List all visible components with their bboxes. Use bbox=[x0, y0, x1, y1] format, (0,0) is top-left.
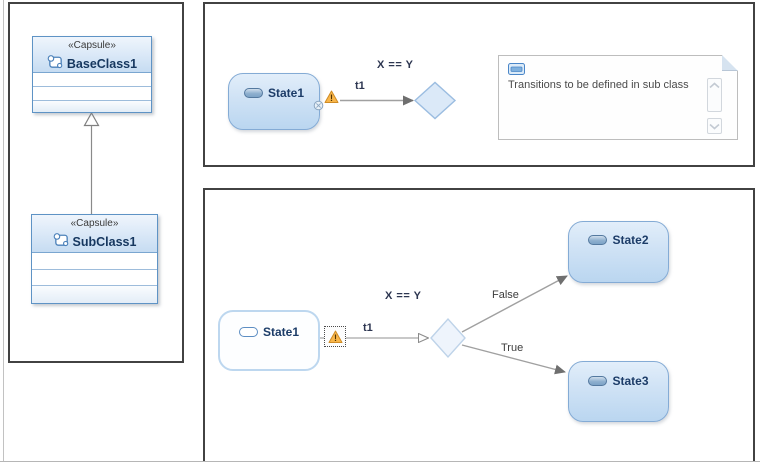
branch-label-false[interactable]: False bbox=[492, 289, 519, 301]
state-node-state3[interactable]: State3 bbox=[568, 361, 669, 422]
choice-point-diamond[interactable] bbox=[413, 81, 457, 120]
state-name: State1 bbox=[267, 86, 305, 100]
stereotype-label: «Capsule» bbox=[68, 40, 116, 51]
class-name: SubClass1 bbox=[72, 235, 137, 249]
statechart-panel-base: State1 ! t1 X == Y Transitions to b bbox=[203, 2, 755, 167]
state-pill-icon bbox=[588, 235, 608, 245]
note-text: Transitions to be defined in sub class bbox=[508, 79, 689, 91]
window-edge-bottom bbox=[0, 461, 760, 462]
state-pill-icon bbox=[243, 88, 263, 98]
class-compartment bbox=[32, 253, 157, 270]
choice-point-diamond[interactable] bbox=[430, 317, 466, 359]
class-diagram-panel: «Capsule» BaseClass1 «Cap bbox=[8, 2, 184, 363]
class-compartment bbox=[33, 87, 151, 101]
capsule-icon bbox=[47, 53, 64, 75]
guard-condition-label[interactable]: X == Y bbox=[385, 290, 422, 302]
transition-name-label[interactable]: t1 bbox=[355, 80, 365, 92]
class-compartment bbox=[32, 270, 157, 286]
note-icon bbox=[508, 62, 525, 80]
generalization-triangle-arrowhead bbox=[83, 111, 100, 127]
transition-name-label[interactable]: t1 bbox=[363, 322, 373, 334]
state-name: State2 bbox=[612, 233, 649, 247]
window-edge-left bbox=[3, 0, 4, 462]
guard-condition-label[interactable]: X == Y bbox=[377, 59, 414, 71]
class-header: «Capsule» BaseClass1 bbox=[33, 37, 151, 73]
warning-icon[interactable]: ! bbox=[324, 90, 339, 104]
scroll-down-button[interactable] bbox=[707, 118, 722, 134]
branch-label-true[interactable]: True bbox=[501, 342, 524, 354]
state-name: State1 bbox=[262, 325, 300, 339]
svg-text:!: ! bbox=[330, 93, 333, 103]
transition-line-true[interactable] bbox=[461, 344, 566, 375]
warning-icon: ! bbox=[328, 330, 342, 343]
transition-line-false[interactable] bbox=[461, 275, 568, 333]
capsule-node-subclass1[interactable]: «Capsule» SubClass1 bbox=[31, 214, 158, 304]
state-pill-icon bbox=[588, 376, 608, 386]
state-node-state1-inherited[interactable]: State1 bbox=[218, 310, 320, 371]
class-compartment bbox=[33, 101, 151, 112]
statechart-panel-sub: State1 ! t1 X == Y False True State2 Sta… bbox=[203, 188, 755, 462]
exit-point-port-icon[interactable] bbox=[313, 98, 324, 111]
scroll-up-button[interactable] bbox=[707, 78, 722, 112]
svg-text:!: ! bbox=[334, 333, 337, 343]
class-header: «Capsule» SubClass1 bbox=[32, 215, 157, 253]
class-compartment bbox=[32, 286, 157, 303]
state-name: State3 bbox=[612, 374, 649, 388]
state-node-state2[interactable]: State2 bbox=[568, 221, 669, 283]
state-node-state1[interactable]: State1 bbox=[228, 73, 320, 130]
state-pill-icon bbox=[238, 327, 258, 337]
generalization-connector bbox=[83, 111, 100, 214]
comment-note[interactable]: Transitions to be defined in sub class bbox=[498, 55, 738, 140]
capsule-icon bbox=[53, 231, 70, 253]
transition-layer bbox=[340, 81, 457, 120]
capsule-node-baseclass1[interactable]: «Capsule» BaseClass1 bbox=[32, 36, 152, 113]
stereotype-label: «Capsule» bbox=[70, 218, 119, 229]
class-compartment bbox=[33, 73, 151, 87]
class-name: BaseClass1 bbox=[66, 57, 138, 71]
warning-marker-selected[interactable]: ! bbox=[324, 326, 346, 347]
transition-layer bbox=[320, 275, 568, 375]
